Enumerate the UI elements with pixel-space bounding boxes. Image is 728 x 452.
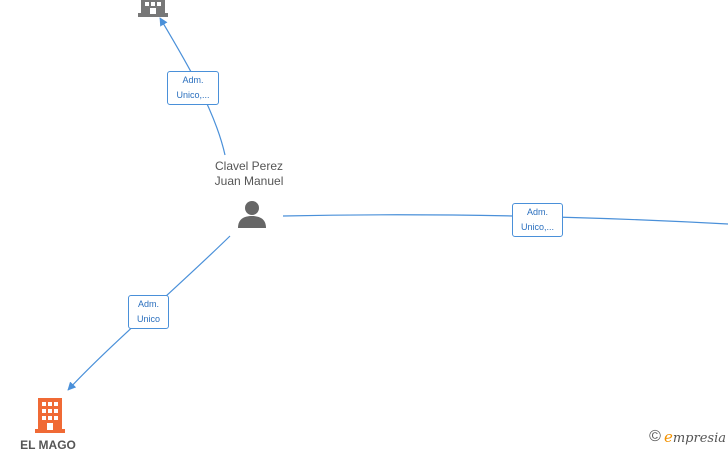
brand-initial: e (663, 428, 673, 446)
relation-detail: Unico (136, 314, 160, 324)
edge-to-right (282, 214, 728, 225)
relation-role: Adm. (526, 207, 548, 217)
person-name[interactable]: Clavel Perez Juan Manuel (199, 159, 299, 189)
person-name-line1: Clavel Perez (214, 159, 284, 173)
person-name-line2: Juan Manuel (214, 174, 284, 188)
brand-name: mpresia (672, 431, 726, 446)
el-mago-building-icon[interactable] (35, 398, 65, 434)
relation-detail: Unico,... (520, 222, 554, 232)
relation-role: Adm. (137, 299, 159, 309)
relation-detail: Unico,... (176, 90, 210, 100)
el-mago-name[interactable]: EL MAGO (20, 438, 76, 452)
top-company-building-icon[interactable] (138, 0, 168, 18)
relation-label-right[interactable]: Adm. Unico,... (512, 203, 563, 237)
brand-logo: © empresia (649, 428, 726, 446)
relation-label-top[interactable]: Adm. Unico,... (167, 71, 219, 105)
copyright-symbol: © (649, 428, 661, 445)
relation-role: Adm. (182, 75, 204, 85)
person-icon[interactable] (237, 200, 267, 228)
relation-label-el-mago[interactable]: Adm. Unico (128, 295, 169, 329)
